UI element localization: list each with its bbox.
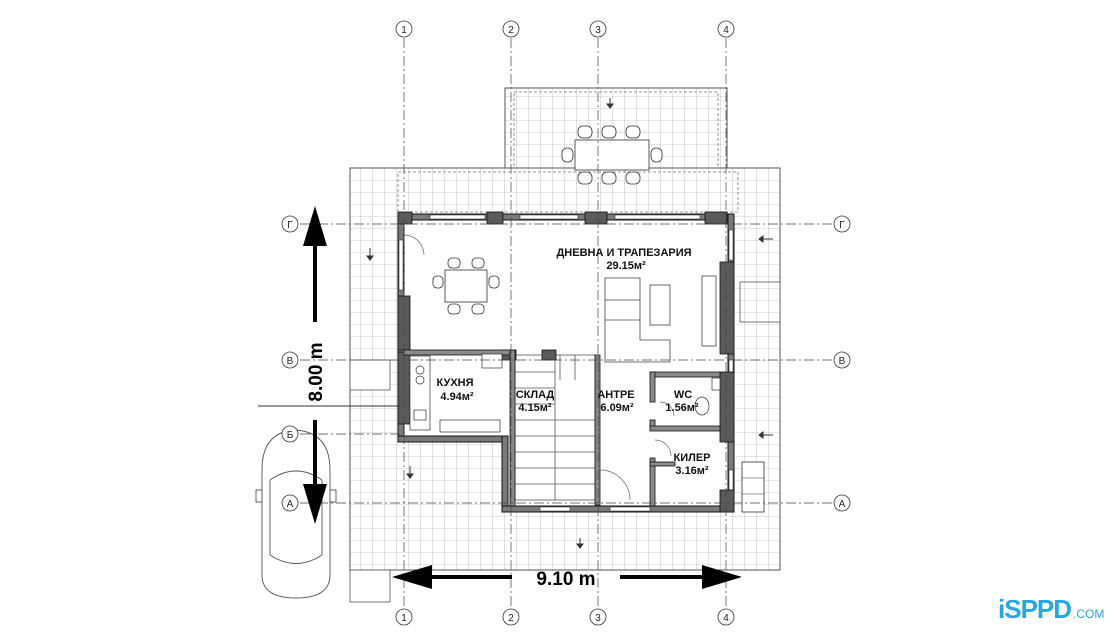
paving-bottom-left [349, 569, 391, 603]
door-swings [403, 234, 675, 501]
depth-dimension: 8.00 m [303, 206, 327, 524]
width-dimension-label: 9.10 m [536, 569, 595, 590]
axis-label-4-top: 4 [723, 25, 729, 36]
axis-label-2-top: 2 [508, 25, 514, 36]
kitchen-name: КУХНЯ [436, 377, 473, 389]
bench-right [741, 461, 765, 513]
axis-label-1-top: 1 [401, 25, 407, 36]
axis-label-2-bottom: 2 [508, 613, 514, 624]
paving-right [739, 281, 781, 323]
hall-area: 6.09м² [600, 402, 634, 414]
entry-markers [366, 98, 773, 549]
axis-label-a-left: А [287, 499, 294, 510]
living-room-area: 29.15м² [606, 260, 646, 272]
axis-labels: 1 2 3 4 1 2 3 4 Г В Б А Г В А [287, 25, 846, 624]
axis-label-3-top: 3 [595, 25, 601, 36]
terrace-dining-table [561, 125, 663, 185]
axis-label-b-left: Б [287, 430, 294, 441]
wc-fixtures [694, 377, 721, 416]
wc-name: WC [674, 389, 692, 401]
kitchen-area: 4.94м² [440, 391, 474, 403]
logo-suffix: .COM [1073, 607, 1105, 621]
columns [397, 211, 735, 513]
wc-area: 1.56м² [665, 402, 699, 414]
kitchen-counters [409, 353, 503, 433]
sofa [604, 275, 717, 363]
storage-name: СКЛАД [516, 389, 555, 401]
axis-label-4-bottom: 4 [723, 613, 729, 624]
depth-dimension-label: 8.00 m [306, 342, 327, 401]
dining-table-left [432, 257, 500, 315]
living-room-name: ДНЕВНА И ТРАПЕЗАРИЯ [556, 247, 691, 259]
axis-label-a-right: А [839, 499, 846, 510]
axis-label-g-left: Г [287, 220, 293, 231]
pantry-name: КИЛЕР [673, 452, 710, 464]
width-dimension: 9.10 m [392, 565, 742, 590]
pantry-area: 3.16м² [675, 465, 709, 477]
axis-label-v-right: В [839, 356, 846, 367]
axis-label-3-bottom: 3 [595, 613, 601, 624]
storage-area: 4.15м² [518, 402, 552, 414]
room-labels: ДНЕВНА И ТРАПЕЗАРИЯ 29.15м² КУХНЯ 4.94м²… [436, 247, 710, 477]
axis-label-1-bottom: 1 [401, 613, 407, 624]
axis-label-g-right: Г [839, 220, 845, 231]
axis-bubbles [281, 20, 851, 626]
axis-lines [300, 38, 832, 608]
logo-brand: iSPPD [998, 593, 1072, 624]
axis-label-v-left: В [287, 356, 294, 367]
paving-left-step [349, 359, 391, 391]
car [255, 429, 337, 599]
watermark-logo: iSPPD .COM [998, 592, 1110, 626]
hall-name: АНТРЕ [597, 389, 634, 401]
